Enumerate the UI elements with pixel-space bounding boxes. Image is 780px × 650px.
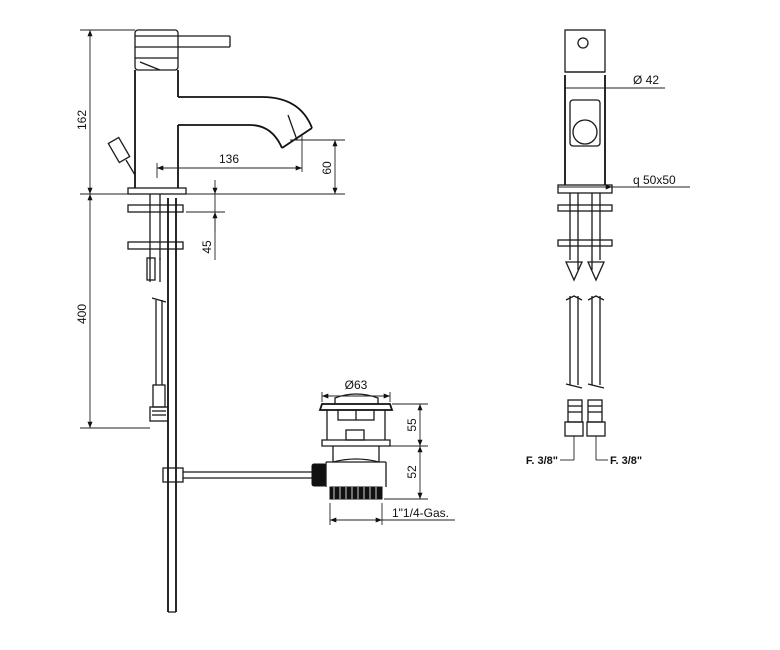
- dim-connector-right: F. 3/8": [610, 455, 642, 467]
- front-dimensions: [558, 87, 690, 461]
- dim-waste-thread: 1"1/4-Gas.: [392, 506, 449, 520]
- dim-mount-depth: 45: [200, 240, 214, 254]
- dim-waste-body: 52: [405, 465, 419, 479]
- dim-spout-height: 60: [320, 161, 334, 175]
- dim-connector-left: F. 3/8": [526, 455, 558, 467]
- mixer-side-view: [107, 29, 327, 613]
- waste-dimensions: [321, 392, 455, 525]
- waste-side-view: [318, 393, 394, 500]
- dim-waste-top: 55: [405, 418, 419, 432]
- mixer-dimensions: [80, 29, 345, 429]
- dim-base-size: q 50x50: [633, 173, 676, 187]
- dim-height-body: 162: [75, 110, 89, 130]
- dim-hose-length: 400: [75, 304, 89, 324]
- dim-waste-diameter: Ø63: [345, 378, 368, 392]
- mixer-front-view: [557, 29, 613, 437]
- dim-body-diameter: Ø 42: [633, 73, 659, 87]
- dim-spout-reach: 136: [219, 152, 239, 166]
